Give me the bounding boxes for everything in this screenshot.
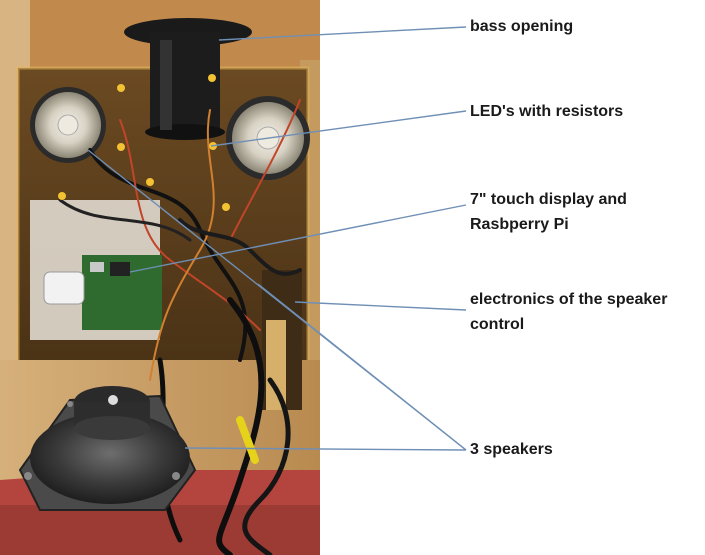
leader-lines [87, 26, 467, 451]
left-speaker [30, 87, 106, 163]
wires [58, 99, 302, 555]
label-three-speakers: 3 speakers [470, 441, 553, 458]
label-speaker-electronics: electronics of the speaker control [470, 287, 667, 337]
leader-line-bass [218, 26, 467, 41]
label-speaker-electronics-line1: electronics of the speaker [470, 291, 668, 308]
leader-line-led [210, 110, 467, 147]
label-touch-display-line2: Rasbperry Pi [470, 216, 569, 233]
label-touch-display-line1: 7" touch display and [470, 191, 627, 208]
leader-line-speaker-right [257, 283, 467, 451]
label-leds-with-resistors: LED's with resistors [470, 103, 624, 120]
label-bass-opening: bass opening [470, 18, 574, 35]
leader-line-display [129, 204, 467, 273]
speaker-control-board [266, 320, 286, 410]
leader-line-speaker-bottom [184, 447, 467, 451]
bottom-speaker [18, 386, 197, 511]
label-touch-display: 7" touch display and Rasbperry Pi [470, 187, 627, 237]
label-speaker-electronics-line2: control [470, 316, 525, 333]
leds [58, 74, 230, 211]
tape-roll [43, 271, 85, 305]
leader-line-electronics [294, 301, 467, 311]
